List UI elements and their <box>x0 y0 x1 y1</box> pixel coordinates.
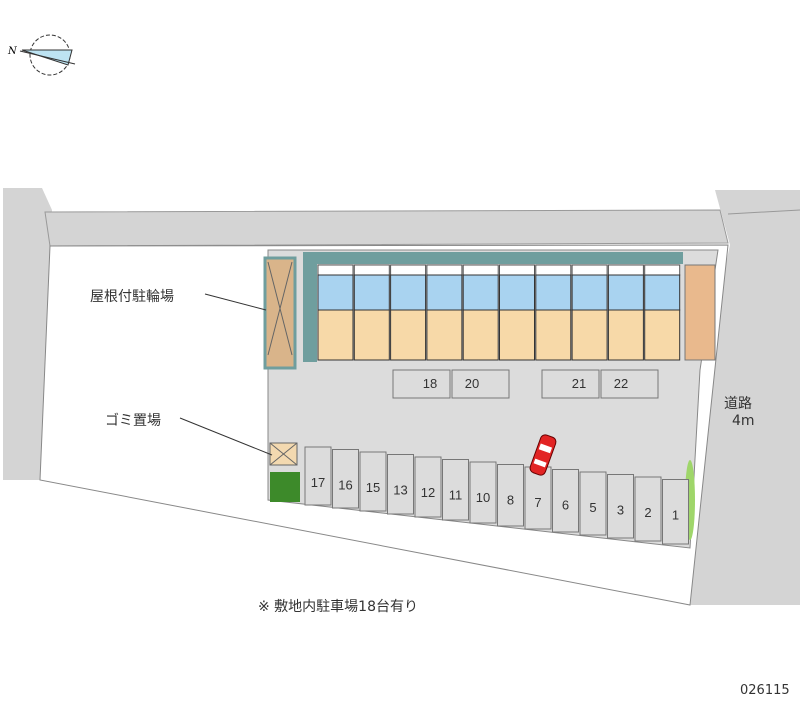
apartment-unit <box>426 264 463 361</box>
shrubs <box>270 472 300 502</box>
compass-north-label: N <box>7 46 18 57</box>
road-width-label: 4m <box>732 413 755 429</box>
building-wall <box>303 262 317 362</box>
apartment-unit <box>644 264 681 361</box>
parking-space: 21 <box>541 369 600 399</box>
apartment-unit <box>462 264 499 361</box>
bike-parking-roof <box>263 256 297 370</box>
parking-space: 11 <box>442 459 469 521</box>
apartment-unit <box>535 264 572 361</box>
parking-space: 10 <box>469 461 497 524</box>
parking-space: 7 <box>524 466 552 530</box>
parking-space-number: 20 <box>465 376 479 391</box>
apartment-unit <box>317 264 354 361</box>
building-units <box>317 264 681 361</box>
parking-space: 8 <box>497 464 524 527</box>
parking-space: 3 <box>607 474 634 539</box>
apartment-unit <box>571 264 608 361</box>
parking-space: 20 <box>451 369 510 399</box>
parking-space-number: 3 <box>617 503 624 518</box>
parking-space-number: 13 <box>393 483 407 498</box>
parking-space-number: 18 <box>423 376 437 391</box>
bike-parking-label: 屋根付駐輪場 <box>90 289 174 305</box>
apartment-unit <box>607 264 644 361</box>
right-road <box>690 190 800 605</box>
parking-space: 16 <box>332 449 359 509</box>
parking-space-number: 8 <box>507 493 514 508</box>
left-road <box>3 188 52 480</box>
parking-space: 15 <box>359 451 387 512</box>
building-roof <box>303 252 683 264</box>
top-road <box>44 209 729 247</box>
parking-space-number: 2 <box>644 505 651 520</box>
parking-space: 6 <box>552 469 579 533</box>
parking-space-number: 11 <box>449 488 463 503</box>
parking-space-number: 17 <box>311 475 325 490</box>
parking-space: 2 <box>634 476 662 542</box>
parking-space-number: 22 <box>614 376 628 391</box>
parking-space-number: 21 <box>572 376 586 391</box>
parking-note: ※ 敷地内駐車場18台有り <box>258 599 418 615</box>
parking-space: 1 <box>662 479 689 545</box>
parking-space-number: 12 <box>421 485 435 500</box>
parking-space: 13 <box>387 454 414 515</box>
parking-space-number: 5 <box>589 500 596 515</box>
parking-space: 5 <box>579 471 607 536</box>
parking-space-number: 6 <box>562 498 569 513</box>
parking-space-number: 16 <box>338 478 352 493</box>
parking-space-number: 15 <box>366 480 380 495</box>
apartment-unit <box>353 264 390 361</box>
parking-space: 17 <box>304 446 332 506</box>
parking-space-number: 10 <box>476 490 490 505</box>
car-icon <box>529 434 557 476</box>
parking-space-number: 7 <box>534 495 541 510</box>
garbage-label: ゴミ置場 <box>105 413 161 429</box>
apartment-unit <box>390 264 427 361</box>
parking-space-number: 1 <box>672 508 679 523</box>
parking-space: 18 <box>392 369 451 399</box>
property-code: 026115 <box>740 683 790 698</box>
stairs <box>684 264 716 361</box>
apartment-unit <box>499 264 535 361</box>
parking-space: 22 <box>600 369 659 399</box>
parking-space: 12 <box>414 456 442 518</box>
compass-icon: N <box>7 34 76 76</box>
road-name-label: 道路 <box>724 396 752 412</box>
